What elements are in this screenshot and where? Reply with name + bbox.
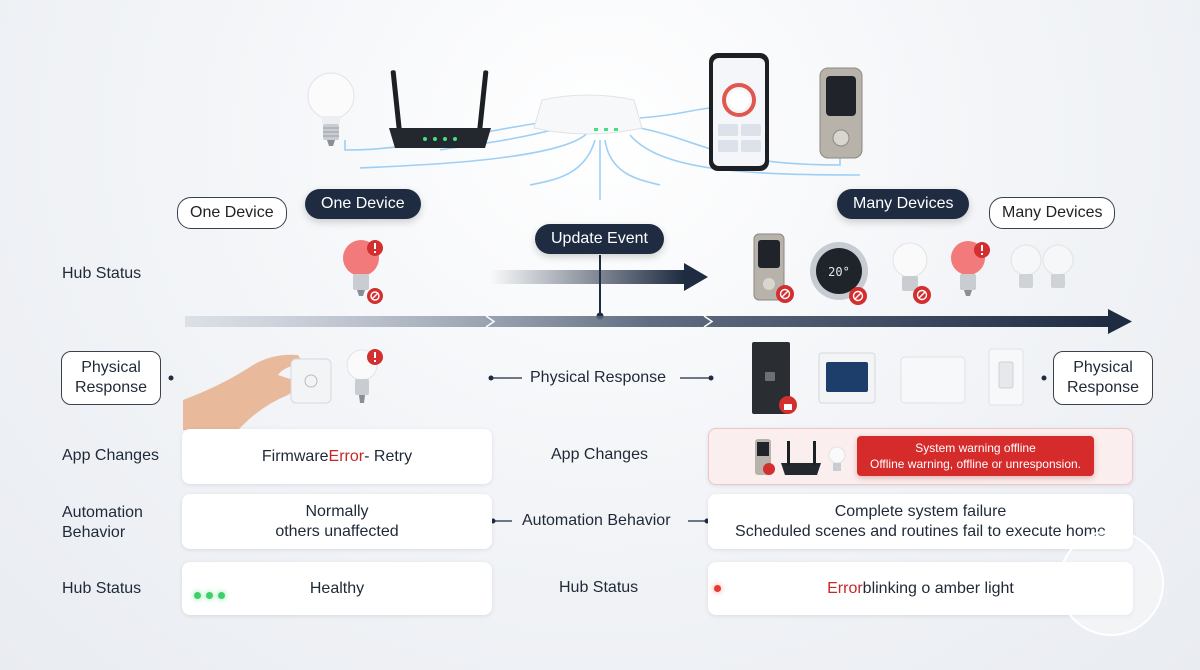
red-bulb-warning-icon [346,349,383,403]
one-device-badge: One Device [305,189,421,219]
wire-to-phone [639,107,711,119]
app-changes-right-card: System warning offline Offline warning, … [708,428,1133,485]
smart-bulb-icon [307,72,355,146]
door-lock-failed-icon [752,342,797,414]
hub-status-left-label: Hub Status [62,580,142,597]
physical-response-right-box: Physical Response [1053,351,1153,405]
hand-pressing-switch-icon [183,354,332,430]
failed-thermostat-icon: 20° [810,242,868,305]
offline-devices-icon [755,439,846,475]
system-warning-banner: System warning offline Offline warning, … [857,436,1094,476]
smart-hub-icon [533,94,643,135]
update-arrow-head [684,263,708,291]
status-light-red [714,585,721,592]
automation-right-card: Complete system failure Scheduled scenes… [708,494,1133,549]
bulbs-pair-icon [1010,244,1074,288]
automation-left-card: Normally others unaffected [182,494,492,549]
tablet-display-icon [818,352,876,404]
hub-status-center-label: Hub Status [559,579,639,596]
failed-white-bulb-icon [892,242,931,304]
home-logo-watermark-icon [1058,530,1164,636]
smartphone-app-icon [709,53,769,171]
app-changes-left-card: Firmware Error - Retry [182,429,492,484]
warning-red-bulb-icon [951,241,990,296]
many-devices-label: Many Devices [989,197,1116,229]
timeline-bar [185,316,1115,327]
firmware-error-text: Error [328,447,365,465]
one-device-label: One Device [177,197,287,229]
physical-response-center-label: Physical Response [530,369,667,386]
many-devices-badge: Many Devices [837,189,970,219]
app-changes-left-label: App Changes [62,447,159,464]
hub-status-left-card: Healthy [182,562,492,615]
status-lights-green [194,585,230,605]
automation-center-label: Automation Behavior [522,512,671,529]
failed-bulb-icon [343,240,383,304]
update-arrow-shaft [490,270,685,284]
router-icon [389,70,491,148]
hub-device-icon [900,356,966,404]
timeline-arrow-head [1108,309,1132,334]
wall-switch-icon [988,348,1024,406]
failed-lock-icon [753,233,794,303]
automation-left-label: Automation Behavior [62,504,143,541]
update-event-badge: Update Event [535,224,664,254]
svg-text:20°: 20° [828,265,850,279]
hub-status-right-card: Error blinking o amber light [708,562,1133,615]
smart-lock-icon [819,67,863,159]
app-changes-center-label: App Changes [551,446,648,463]
physical-response-left-box: Physical Response [61,351,161,405]
hub-status-top-label: Hub Status [62,265,142,282]
